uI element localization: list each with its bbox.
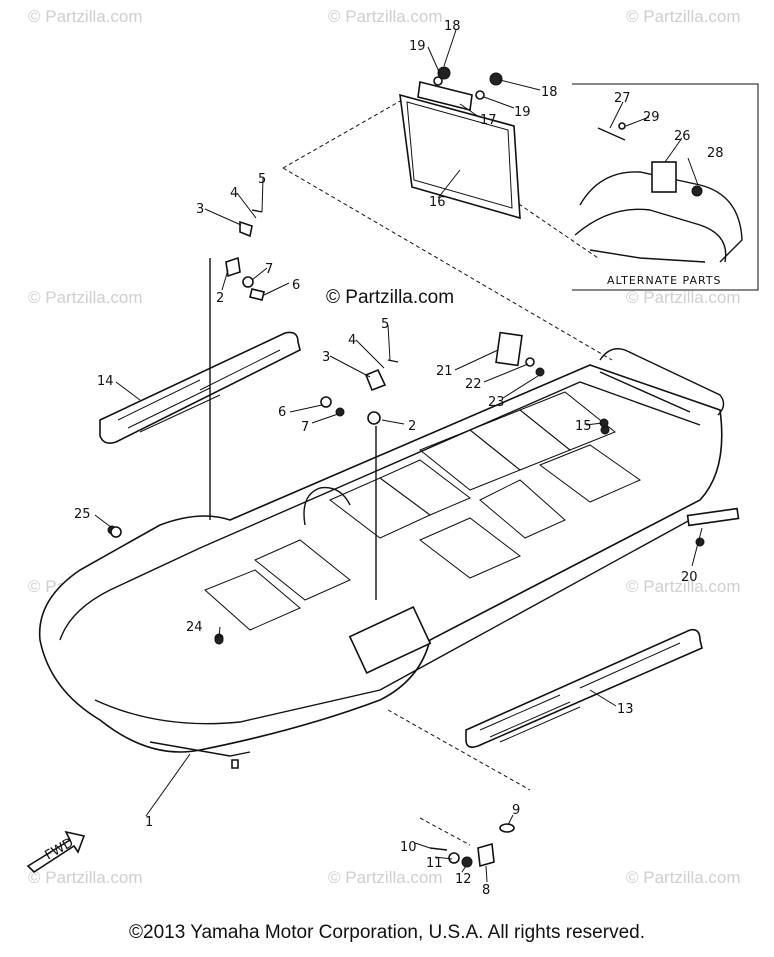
watermark: © Partzilla.com	[28, 7, 143, 26]
callout-15: 15	[575, 419, 592, 434]
callout-16: 16	[429, 195, 446, 210]
callout-7: 7	[301, 420, 309, 435]
callout-18: 18	[541, 85, 558, 100]
callout-28: 29	[643, 110, 660, 125]
center-watermark: © Partzilla.com	[326, 287, 454, 308]
watermark: © Partzilla.com	[626, 7, 741, 26]
callout-5: 5	[258, 172, 266, 187]
running-boards	[99, 331, 703, 748]
callout-29: 28	[707, 146, 724, 161]
callout-22: 22	[465, 377, 482, 392]
callout-3: 3	[322, 350, 330, 365]
watermark: © Partzilla.com	[28, 868, 143, 887]
callout-18: 18	[444, 19, 461, 34]
watermark: © Partzilla.com	[328, 868, 443, 887]
callout-23: 23	[488, 395, 505, 410]
watermark: © Partzilla.com	[626, 288, 741, 307]
callout-4: 4	[230, 186, 238, 201]
callout-17: 17	[480, 113, 497, 128]
callout-19: 19	[409, 39, 426, 54]
callout-3: 3	[196, 202, 204, 217]
nut-18-top	[437, 66, 451, 80]
callout-leaders	[94, 29, 703, 883]
callout-1: 1	[145, 815, 153, 830]
callout-13: 13	[617, 702, 634, 717]
callout-14: 14	[97, 374, 114, 389]
callout-2: 2	[408, 419, 416, 434]
watermark: © Partzilla.com	[28, 288, 143, 307]
callout-6: 6	[278, 405, 286, 420]
watermarks: © Partzilla.com © Partzilla.com © Partzi…	[28, 7, 741, 887]
watermark: © Partzilla.com	[626, 577, 741, 596]
fwd-arrow: FWD	[26, 830, 86, 874]
callout-21: 21	[436, 364, 453, 379]
callouts: 1 2 2 3 3 4 4 5 5 6 6 7 7 8 9 10 11 12 1…	[74, 19, 724, 898]
callout-4: 4	[348, 333, 356, 348]
callout-2: 2	[216, 291, 224, 306]
seat-plate	[399, 66, 521, 220]
hardware	[110, 209, 705, 868]
callout-27: 27	[614, 91, 631, 106]
watermark: © Partzilla.com	[626, 868, 741, 887]
callout-9: 9	[512, 803, 520, 818]
callout-5: 5	[381, 317, 389, 332]
callout-19: 19	[514, 105, 531, 120]
callout-11: 11	[426, 856, 443, 871]
callout-10: 10	[400, 840, 417, 855]
callout-25: 25	[74, 507, 91, 522]
alternate-parts-label: ALTERNATE PARTS	[607, 274, 722, 287]
alternate-parts-inset: ALTERNATE PARTS	[572, 83, 759, 291]
callout-8: 8	[482, 883, 490, 898]
fwd-label: FWD	[43, 835, 77, 863]
copyright-notice: ©2013 Yamaha Motor Corporation, U.S.A. A…	[129, 922, 645, 943]
nut-18-right	[489, 72, 503, 86]
callout-6: 6	[292, 278, 300, 293]
callout-20: 20	[681, 570, 698, 585]
watermark: © Partzilla.com	[328, 7, 443, 26]
callout-24: 24	[186, 620, 203, 635]
callout-26: 26	[674, 129, 691, 144]
dashed-leaders	[282, 99, 613, 846]
callout-7: 7	[265, 262, 273, 277]
callout-12: 12	[455, 872, 472, 887]
chassis-frame	[38, 348, 740, 769]
